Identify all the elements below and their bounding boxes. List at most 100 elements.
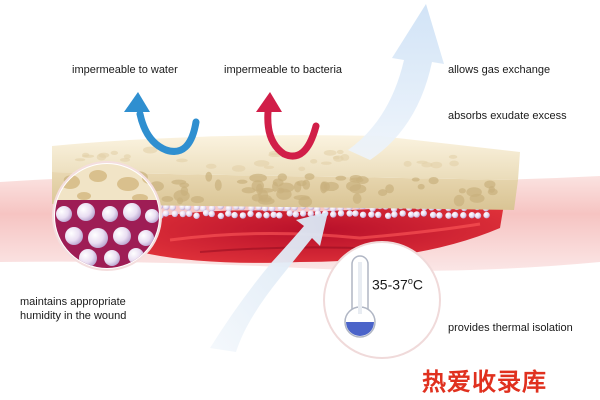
foam-pore bbox=[352, 193, 362, 204]
label-gas-exchange: allows gas exchange bbox=[448, 64, 551, 76]
exudate-droplet bbox=[193, 212, 200, 219]
foam-pore bbox=[253, 160, 270, 167]
watermark-logo: 热爱收录库 bbox=[422, 368, 547, 396]
foam-pore bbox=[190, 196, 205, 204]
exudate-droplet bbox=[162, 210, 170, 217]
foam-pore bbox=[417, 183, 425, 190]
label-humidity-line1: maintains appropriate bbox=[20, 296, 126, 308]
foam-pore bbox=[123, 154, 131, 159]
exudate-droplet bbox=[384, 212, 392, 220]
foam-pore bbox=[378, 189, 388, 197]
label-impermeable-bacteria: impermeable to bacteria bbox=[224, 64, 343, 76]
foam-pore bbox=[98, 152, 110, 158]
exudate-droplet bbox=[263, 212, 270, 219]
temperature-value: 35-37 bbox=[372, 276, 408, 293]
exudate-droplet bbox=[169, 204, 177, 211]
temperature-readout: 35-37oC bbox=[372, 276, 423, 293]
exudate-droplet-large bbox=[145, 209, 159, 223]
exudate-droplet bbox=[375, 211, 382, 219]
exudate-droplet bbox=[429, 211, 437, 219]
foam-pore bbox=[205, 163, 217, 169]
degree-sign: o bbox=[407, 276, 413, 286]
exudate-droplet bbox=[255, 212, 263, 219]
exudate-droplet bbox=[225, 210, 232, 217]
foam-pore-large bbox=[77, 192, 91, 200]
thermometer-icon bbox=[344, 255, 376, 338]
exudate-droplet bbox=[270, 211, 277, 218]
foam-pore bbox=[304, 173, 315, 181]
foam-pore bbox=[416, 160, 428, 164]
exudate-droplet bbox=[368, 211, 375, 218]
exudate-droplet-large bbox=[77, 203, 95, 221]
exudate-droplet bbox=[239, 212, 247, 219]
exudate-droplet-large bbox=[102, 206, 118, 222]
exudate-droplet bbox=[436, 212, 443, 219]
humidity-arrow bbox=[210, 212, 328, 352]
temperature-unit: C bbox=[412, 276, 423, 293]
exudate-droplet bbox=[225, 205, 233, 212]
exudate-droplet-large bbox=[123, 203, 141, 221]
foam-pore bbox=[296, 180, 307, 187]
exudate-droplet bbox=[352, 210, 359, 217]
exudate-droplet bbox=[420, 210, 427, 217]
foam-pore bbox=[323, 181, 339, 192]
foam-pore bbox=[214, 179, 222, 191]
foam-pore bbox=[453, 194, 465, 207]
foam-pore bbox=[487, 188, 498, 196]
foam-pore bbox=[458, 188, 466, 194]
exudate-droplet bbox=[208, 210, 215, 218]
bacteria-arrow bbox=[256, 92, 320, 160]
foam-pore bbox=[257, 197, 275, 205]
foam-pore bbox=[298, 166, 306, 172]
exudate-droplet bbox=[231, 211, 238, 219]
exudate-droplet bbox=[247, 210, 254, 218]
exudate-droplet bbox=[171, 210, 179, 218]
exudate-droplet-large bbox=[65, 227, 83, 245]
exudate-droplet-large bbox=[104, 250, 120, 266]
exudate-droplet-large bbox=[88, 228, 108, 248]
exudate-droplet bbox=[202, 209, 210, 217]
exudate-droplet bbox=[330, 211, 337, 218]
exudate-droplet bbox=[292, 211, 300, 218]
foam-pore bbox=[161, 196, 174, 202]
exudate-droplet bbox=[337, 210, 345, 217]
foam-pore bbox=[263, 165, 275, 169]
exudate-droplet bbox=[483, 211, 490, 219]
foam-pore bbox=[143, 146, 158, 154]
foam-pore bbox=[179, 182, 190, 188]
exudate-droplet bbox=[200, 205, 207, 212]
label-impermeable-water: impermeable to water bbox=[72, 64, 178, 76]
foam-pore bbox=[180, 186, 189, 197]
exudate-droplet bbox=[217, 212, 225, 220]
foam-pore bbox=[385, 184, 394, 194]
foam-pore bbox=[241, 187, 256, 194]
exudate-droplet bbox=[299, 210, 307, 217]
water-arrow bbox=[124, 92, 200, 155]
exudate-droplet bbox=[184, 204, 192, 211]
foam-pore bbox=[403, 160, 412, 167]
foam-pore bbox=[310, 159, 318, 164]
foam-pore bbox=[176, 158, 188, 163]
thermometer-detail bbox=[323, 241, 441, 359]
exudate-droplet bbox=[451, 211, 459, 219]
foam-pore bbox=[205, 171, 213, 182]
exudate-droplet bbox=[307, 210, 314, 217]
label-absorbs-exudate: absorbs exudate excess bbox=[448, 110, 567, 122]
foam-pore bbox=[411, 177, 420, 182]
foam-pore-large bbox=[117, 177, 139, 191]
exudate-droplet bbox=[460, 212, 467, 219]
foam-pore bbox=[333, 155, 344, 162]
foam-pore bbox=[349, 177, 364, 183]
foam-pore bbox=[82, 152, 90, 158]
exudate-droplet bbox=[391, 211, 398, 218]
exudate-droplet bbox=[276, 212, 283, 219]
exudate-droplet bbox=[179, 210, 186, 218]
exudate-droplet bbox=[346, 210, 353, 217]
foam-pore bbox=[272, 178, 284, 187]
exudate-droplet bbox=[399, 210, 406, 217]
foam-pore bbox=[336, 149, 344, 155]
foam-pore bbox=[110, 150, 119, 156]
foam-pore bbox=[323, 149, 337, 156]
exudate-droplet-large bbox=[138, 230, 154, 246]
foam-pore bbox=[249, 173, 267, 183]
